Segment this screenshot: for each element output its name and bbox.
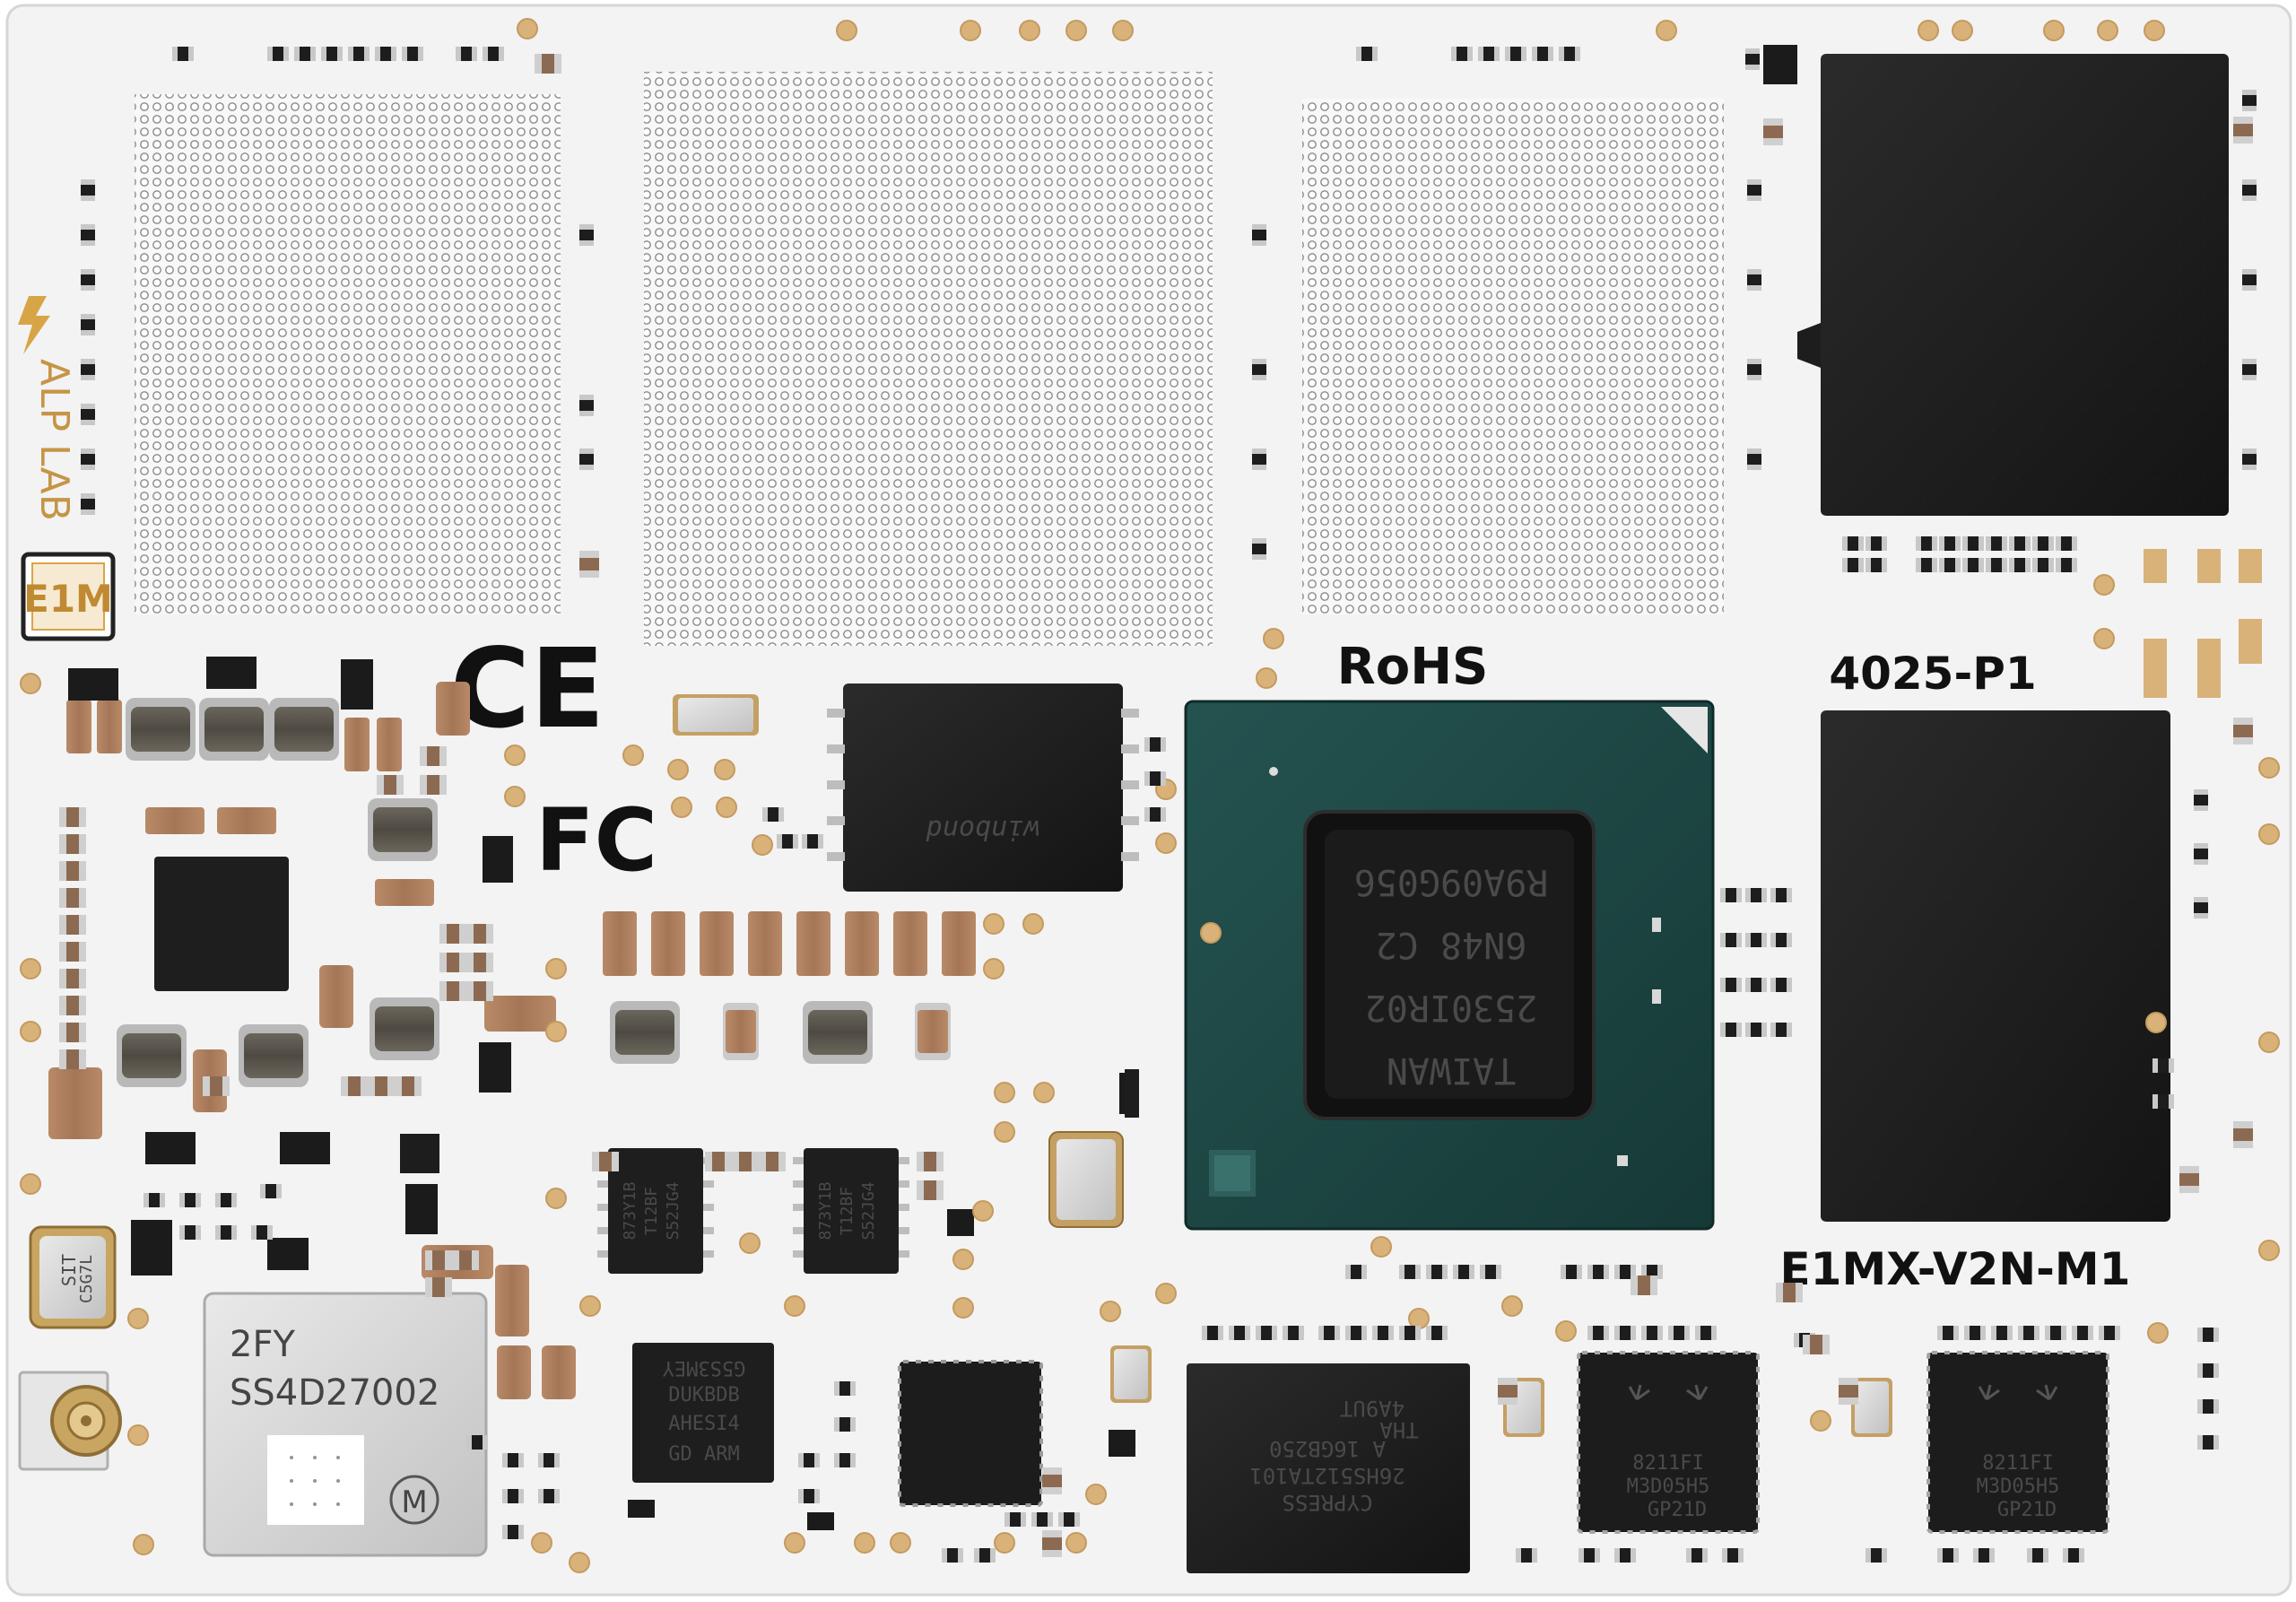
brand-name: ALP LAB	[31, 359, 77, 521]
brand-bolt-icon	[18, 296, 50, 354]
small-ic-line-4: GD ARM	[668, 1443, 739, 1466]
small-ic-line-1: G5S3MEY	[663, 1356, 746, 1379]
dram-chip-bottom	[1821, 710, 2170, 1222]
small-smd-parts	[68, 45, 1797, 1530]
wifi-module-line-2: SS4D27002	[230, 1372, 439, 1414]
rohs-label: RoHS	[1337, 638, 1489, 696]
ethernet-phy-1-line-3: GP21D	[1648, 1499, 1707, 1521]
cypress-line-1: CYPRESS	[1282, 1490, 1372, 1515]
small-regulator	[400, 1069, 1139, 1173]
regulator-1-line-1: 873Y1B	[621, 1181, 639, 1240]
cypress-line-2: 26HS512TA101	[1249, 1463, 1405, 1488]
cypress-line-4: 4A9UT	[1340, 1396, 1405, 1421]
cypress-flash-chip	[1187, 1363, 1470, 1573]
wifi-module	[203, 1292, 488, 1557]
small-crystals	[673, 694, 1892, 1437]
ethernet-phy-1	[1577, 1351, 1760, 1534]
soc-package	[1184, 700, 1715, 1231]
bga-footprint-left	[135, 94, 561, 614]
bga-footprint-right	[1302, 99, 1724, 614]
cypress-line-5: THA	[1379, 1417, 1419, 1442]
part-number-label: 4025-P1	[1829, 648, 2036, 700]
ethernet-phy-1-line-2: M3D05H5	[1627, 1476, 1710, 1498]
power-components	[603, 911, 976, 1064]
soc-marking-line-2: 6N48 C2	[1376, 924, 1527, 965]
soc-marking-line-1: R9A09G056	[1354, 861, 1549, 902]
ethernet-phy-2-line-3: GP21D	[1997, 1499, 2057, 1521]
wifi-module-line-1: 2FY	[230, 1324, 295, 1365]
nand-flash-chip	[827, 683, 1139, 892]
pin1-marker-icon	[1797, 323, 1821, 368]
regulator-chip-2	[793, 1148, 909, 1274]
regulator-2-line-1: 873Y1B	[816, 1181, 835, 1240]
ethernet-phy-2-line-2: M3D05H5	[1977, 1476, 2060, 1498]
wifi-datamatrix	[267, 1435, 364, 1525]
e1m-logo-text: E1M	[23, 577, 113, 621]
ethernet-phy-2	[1926, 1351, 2109, 1534]
regulator-2-line-3: S52JG4	[859, 1181, 878, 1240]
ethernet-phy-2-line-1: 8211FI	[1982, 1452, 2053, 1475]
regulator-1-line-2: T12BF	[642, 1187, 661, 1235]
model-label: E1MX-V2N-M1	[1780, 1243, 2131, 1295]
bga-footprint-center	[644, 72, 1213, 646]
nand-brand-text: winbond	[926, 814, 1039, 845]
dram-chip-top	[1821, 54, 2229, 516]
crystal-line-2: C5G7L	[77, 1255, 96, 1303]
gold-strip-pads	[2144, 549, 2262, 698]
soc-marking-line-3: 2530IR02	[1365, 987, 1538, 1028]
small-ic-line-2: DUKBDB	[668, 1384, 739, 1406]
crystal-oscillator	[29, 1225, 117, 1329]
small-ic	[632, 1343, 774, 1483]
wifi-module-mark: M	[401, 1484, 427, 1520]
fcc-mark: FC	[535, 790, 657, 891]
e1m-logo	[21, 552, 116, 641]
soc-marking-line-4: TAIWAN	[1387, 1049, 1517, 1091]
soc-datamatrix	[1209, 1150, 1256, 1197]
crystal-line-1: SIT	[58, 1254, 80, 1286]
ce-mark: CE	[450, 625, 605, 753]
antenna-connector-icon	[18, 1371, 122, 1471]
small-ic-line-3: AHESI4	[668, 1413, 739, 1435]
cypress-line-3: A 16GB250	[1269, 1436, 1386, 1461]
ethernet-phy-1-line-1: 8211FI	[1632, 1452, 1703, 1475]
qfn-chip	[898, 1360, 1043, 1507]
pmic-chip	[154, 857, 289, 991]
regulator-2-line-2: T12BF	[838, 1187, 857, 1235]
regulator-1-line-3: S52JG4	[664, 1181, 683, 1240]
